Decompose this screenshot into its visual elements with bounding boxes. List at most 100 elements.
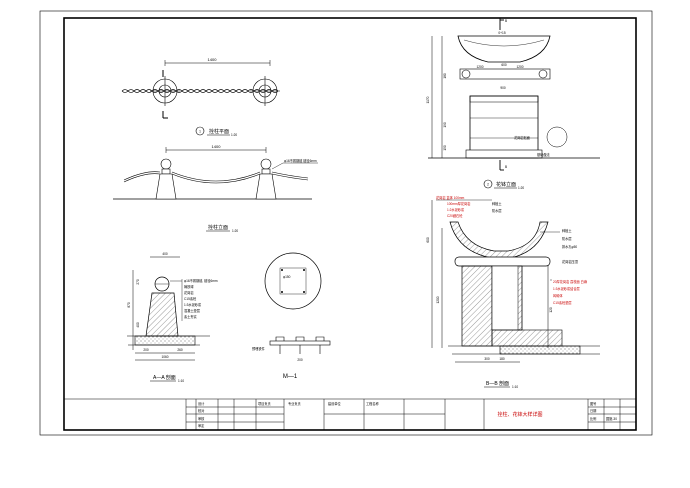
section-bb-title: B—B 剖面 [486, 380, 509, 387]
elevation-view-scale: 1:20 [232, 229, 238, 233]
elevation-view-title: 拴柱立面 [208, 224, 228, 231]
svg-text:建设单位: 建设单位 [328, 401, 342, 406]
svg-text:180: 180 [443, 73, 447, 79]
svg-text:100mm厚花岗岩: 100mm厚花岗岩 [447, 201, 471, 206]
svg-text:审核: 审核 [198, 416, 205, 421]
svg-text:日期: 日期 [590, 408, 596, 413]
svg-text:1170: 1170 [426, 96, 430, 103]
svg-text:图号: 图号 [590, 401, 596, 406]
elevation-post-right [255, 158, 277, 200]
svg-text:190: 190 [443, 122, 447, 128]
plan-post-right [250, 76, 280, 106]
svg-text:0+15: 0+15 [498, 31, 505, 35]
outer-border [39, 10, 653, 436]
section-aa-dim-b1: 200 [143, 348, 149, 352]
plate-m1-dim: φ150 [283, 275, 291, 279]
drawing-title: 拴柱、花钵大样详图 [497, 411, 542, 418]
title-block [63, 398, 637, 431]
svg-text:校对: 校对 [198, 408, 205, 413]
svg-text:比例: 比例 [590, 416, 596, 421]
section-aa-scale: 1:10 [178, 379, 184, 383]
svg-text:排水孔φ50: 排水孔φ50 [562, 244, 577, 249]
elevation-dim-top: 1400 [212, 144, 222, 149]
section-bb-notes-right: 种植土 防水层 排水孔φ50 花岗岩压顶 20厚花岗岩 荔枝面 白麻 1:3水泥… [540, 228, 588, 305]
svg-text:B: B [505, 165, 507, 169]
elevation-b-note-2: 基础做法 [537, 152, 550, 157]
plan-view-number: 1 [199, 130, 201, 134]
svg-text:C15素砼: C15素砼 [184, 296, 197, 301]
plan-view-scale: 1:20 [231, 133, 237, 137]
plan-view-title: 拴柱平面 [209, 128, 229, 135]
section-aa-dim-b2: 260 [177, 348, 183, 352]
inner-border [63, 17, 637, 431]
svg-text:花岗岩 盆体 100mm: 花岗岩 盆体 100mm [436, 195, 465, 200]
elevation-callout: φ16不锈钢链 链径6mm [284, 158, 317, 163]
plan-view: 1400 1 拴柱平面 1:20 [121, 57, 280, 137]
sheet-number: 园施-30 [606, 416, 617, 421]
section-aa-footing [134, 335, 196, 346]
section-aa-post [145, 292, 179, 337]
svg-text:花岗岩: 花岗岩 [184, 290, 194, 295]
elevation-b: B 0+15 600 1200 1200 900 1170 180 190 15… [426, 18, 600, 190]
elevation-b-title: 花钵立面 [496, 181, 516, 188]
section-bb-base [491, 329, 563, 347]
svg-text:种植土: 种植土 [562, 228, 572, 233]
elevation-b-marker-top: B [505, 19, 507, 23]
section-aa-title: A—A 剖面 [153, 374, 176, 381]
section-aa-dim-h1: 270 [136, 279, 140, 285]
svg-text:180: 180 [499, 357, 505, 361]
svg-text:120: 120 [549, 307, 553, 313]
elevation-post-left [155, 158, 177, 200]
section-bb: 600 1200 120 300 180 花岗岩 盆体 100mm 100mm厚… [426, 195, 600, 389]
svg-text:防水层: 防水层 [562, 236, 572, 241]
title-block-text: 设计 校对 审核 审定 项目负责 专业负责 建设单位 工程名称 图号 日期 比例… [198, 401, 617, 428]
section-aa-notes: φ16不锈钢链, 链径6mm 铸铁球 花岗岩 C15素砼 1:3水泥砂浆 混凝土… [170, 278, 218, 321]
plate-m1: φ150 预埋铁件 200 M—1 [252, 252, 331, 380]
svg-text:1200: 1200 [436, 296, 440, 303]
svg-text:C15素砼垫层: C15素砼垫层 [553, 300, 572, 305]
elevation-b-bowl [457, 35, 551, 63]
section-bb-notes-left: 花岗岩 盆体 100mm 100mm厚花岗岩 1:2水泥砂浆 C20细石砼 种植… [436, 195, 502, 218]
section-aa-dim-h: 870 [127, 302, 131, 308]
svg-text:项目负责: 项目负责 [258, 401, 271, 406]
section-bb-column [461, 265, 493, 347]
svg-text:1:3水泥砂浆: 1:3水泥砂浆 [184, 302, 202, 307]
svg-text:900: 900 [500, 86, 506, 90]
plate-m1-title: M—1 [283, 374, 298, 380]
svg-text:φ16不锈钢链, 链径6mm: φ16不锈钢链, 链径6mm [184, 278, 218, 283]
plan-chain [121, 89, 279, 93]
elevation-b-number: 2 [487, 183, 489, 187]
svg-text:600: 600 [426, 237, 430, 243]
svg-text:600: 600 [501, 63, 507, 67]
svg-text:混凝土垫层: 混凝土垫层 [184, 308, 200, 313]
svg-text:工程名称: 工程名称 [366, 401, 380, 406]
svg-text:150: 150 [443, 145, 447, 151]
svg-text:素土夯实: 素土夯实 [184, 314, 197, 319]
svg-text:防水层: 防水层 [492, 208, 502, 213]
elevation-b-note-1: 花岗岩贴面 [514, 135, 530, 140]
elevation-b-column [469, 95, 539, 159]
svg-text:砖砌体: 砖砌体 [553, 293, 563, 298]
plate-m1-circle [264, 252, 322, 310]
section-aa-dim-total: 1060 [161, 355, 168, 359]
svg-text:1200: 1200 [476, 65, 483, 69]
svg-text:设计: 设计 [198, 401, 205, 406]
svg-text:花岗岩压顶: 花岗岩压顶 [562, 259, 579, 264]
elevation-chain [123, 171, 309, 184]
section-aa: 400 870 270 400 φ16不锈钢链, 链径6mm 铸铁球 花岗岩 C… [127, 252, 218, 383]
plate-m1-dim-bottom: 200 [297, 358, 303, 362]
svg-text:审定: 审定 [198, 423, 205, 428]
section-bb-cap [454, 256, 551, 267]
plan-post-left [150, 76, 180, 106]
svg-text:1200: 1200 [516, 65, 523, 69]
elevation-view: 1400 φ16不锈钢链 链径6mm 拴柱立面 1:20 [113, 144, 318, 233]
svg-text:20厚花岗岩 荔枝面 白麻: 20厚花岗岩 荔枝面 白麻 [553, 279, 588, 284]
svg-text:1:3水泥砂浆结合层: 1:3水泥砂浆结合层 [553, 286, 580, 291]
svg-text:1:2水泥砂浆: 1:2水泥砂浆 [447, 207, 465, 212]
plan-dim-top: 1400 [208, 57, 218, 62]
section-bb-scale: 1:10 [512, 385, 518, 389]
plate-m1-note: 预埋铁件 [252, 346, 266, 351]
svg-text:种植土: 种植土 [492, 201, 502, 206]
svg-text:铸铁球: 铸铁球 [184, 284, 194, 289]
